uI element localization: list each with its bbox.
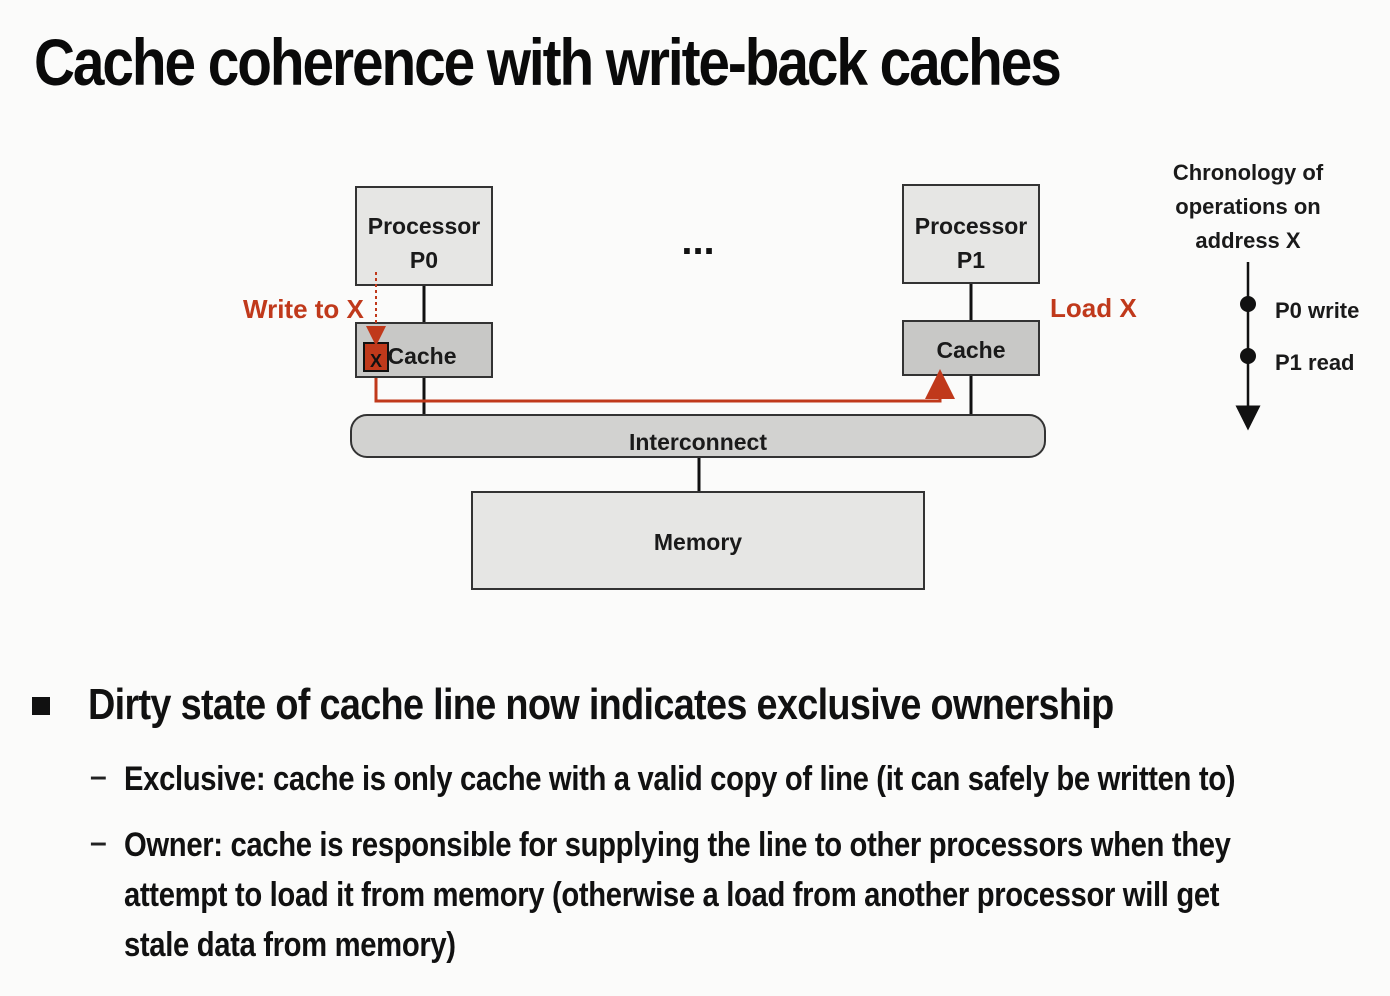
processor-p1-label-line2: P1 — [957, 247, 985, 273]
sub-bullet-dash-2: – — [90, 826, 107, 859]
chronology-panel: Chronology of operations on address X P0… — [1173, 160, 1359, 431]
timeline-dot-p0-write — [1240, 296, 1256, 312]
main-bullet-text: Dirty state of cache line now indicates … — [88, 680, 1114, 729]
processors-ellipsis: ... — [681, 219, 714, 263]
processor-p0-label-line2: P0 — [410, 247, 438, 273]
processor-p1-box: Processor P1 — [902, 184, 1040, 284]
sub-bullet-owner-line2: attempt to load it from memory (otherwis… — [124, 876, 1220, 914]
sub-bullet-dash-1: – — [90, 760, 107, 793]
processor-p0-label-line1: Processor — [368, 213, 481, 239]
sub-bullet-exclusive: Exclusive: cache is only cache with a va… — [124, 760, 1236, 798]
timeline-dot-p1-read — [1240, 348, 1256, 364]
interconnect-bus: Interconnect — [350, 414, 1046, 458]
load-x-label: Load X — [1050, 293, 1137, 323]
write-to-x-label: Write to X — [243, 294, 365, 324]
chronology-title-line3: address X — [1195, 228, 1300, 253]
chronology-title-line2: operations on — [1175, 194, 1320, 219]
chronology-title-line1: Chronology of — [1173, 160, 1324, 185]
cache-p1-label: Cache — [936, 337, 1005, 363]
cache-coherence-diagram: Processor P0 Processor P1 ... X Cache Ca… — [243, 160, 1359, 590]
cache-line-x-label: X — [370, 351, 382, 371]
interconnect-label: Interconnect — [629, 429, 767, 455]
sub-bullet-owner-line1: Owner: cache is responsible for supplyin… — [124, 826, 1231, 864]
chronology-event-p0-write: P0 write — [1275, 298, 1359, 323]
slide-title: Cache coherence with write-back caches — [34, 25, 1062, 99]
memory-label: Memory — [654, 529, 742, 555]
cache-p1-box: Cache — [902, 320, 1040, 376]
chronology-event-p1-read: P1 read — [1275, 350, 1355, 375]
processor-p0-box: Processor P0 — [355, 186, 493, 286]
sub-bullet-owner-line3: stale data from memory) — [124, 926, 456, 964]
cache-to-cache-transfer-arrow — [374, 369, 955, 403]
memory-box: Memory — [471, 491, 925, 590]
bullet-square-icon — [32, 697, 50, 715]
cache-p0-label: Cache — [387, 343, 456, 369]
cache-p0-box: X Cache — [355, 322, 493, 378]
processor-p1-label-line1: Processor — [915, 213, 1028, 239]
